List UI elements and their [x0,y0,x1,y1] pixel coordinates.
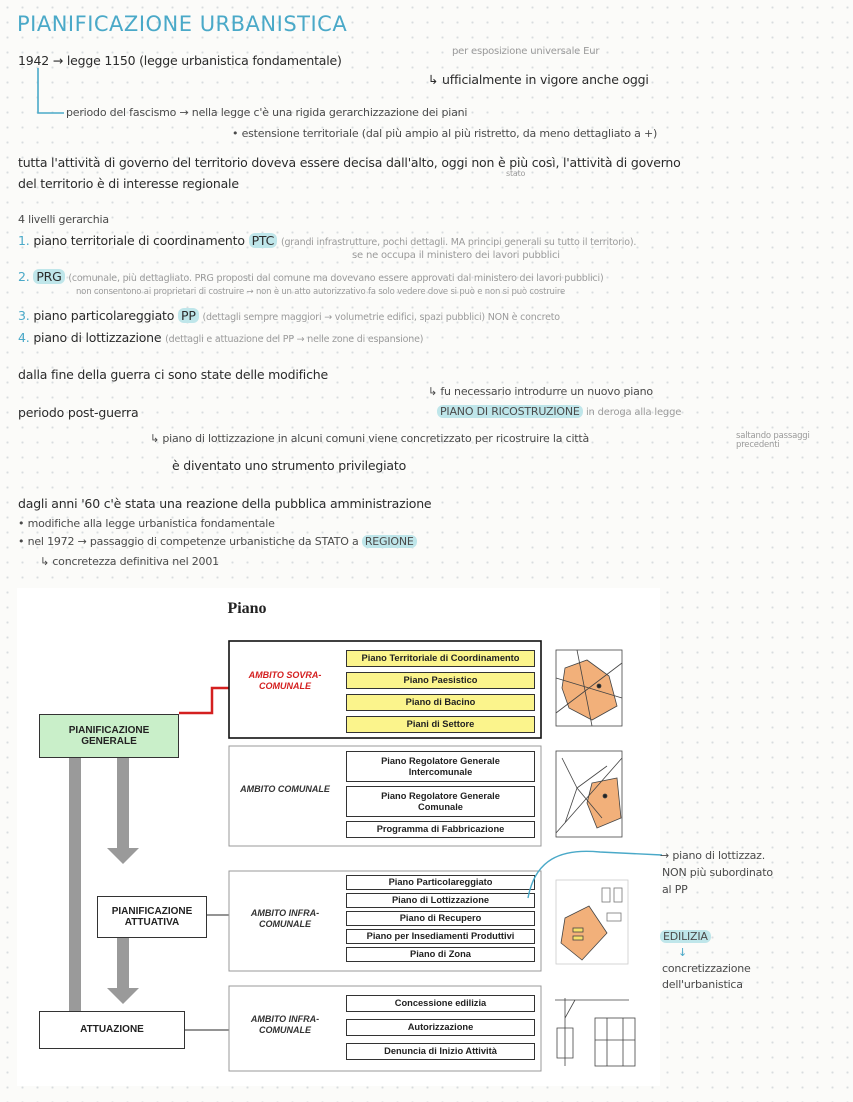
plan-box: Denuncia di Inizio Attività [346,1043,535,1060]
note-line: PIANO DI RICOSTRUZIONE in deroga alla le… [437,405,681,418]
note-text: ↳ piano di lottizzazione [150,432,275,445]
note-line: dagli anni '60 c'è stata una reazione de… [18,496,432,511]
plan-box: Piano di Bacino [346,694,535,711]
plan-box: Concessione edilizia [346,995,535,1012]
note-line: periodo post-guerra [18,405,139,420]
list-detail: (grandi infrastrutture, pochi dettagli. … [280,237,637,248]
note-line: • modifiche alla legge urbanistica fonda… [18,517,275,530]
plan-box: Programma di Fabbricazione [346,821,535,838]
side-note: al PP [662,883,688,896]
list-number: 4. [18,330,30,345]
pianificazione-attuativa-box: PIANIFICAZIONE ATTUATIVA [97,896,207,938]
highlight-tag: EDILIZIA [660,930,711,943]
note-line: ↳ concretezza definitiva nel 2001 [40,555,219,568]
plan-box: Autorizzazione [346,1019,535,1036]
note-line: periodo del fascismo → nella legge c'è u… [66,106,468,119]
note-text: • nel 1972 → passaggio di competenze urb… [18,535,359,548]
list-detail: (comunale, più dettagliato. PRG proposti… [68,273,604,284]
highlight-tag: PIANO DI RICOSTRUZIONE [437,405,583,418]
plan-box: Piano Regolatore Generale Intercomunale [346,751,535,782]
plan-box: Piano Territoriale di Coordinamento [346,650,535,667]
list-number: 3. [18,308,30,323]
list-detail: non consentono ai proprietari di costrui… [76,287,566,297]
note-line: ↳ ufficialmente in vigore anche oggi [428,72,649,87]
note-detail: in deroga alla legge [585,407,682,418]
note-line: • nel 1972 → passaggio di competenze urb… [18,535,417,548]
note-line: 1942 → legge 1150 (legge urbanistica fon… [18,53,342,68]
ambito-label: AMBITO SOVRA-COMUNALE [248,670,322,691]
plan-box: Piano di Zona [346,947,535,962]
list-number: 1. [18,233,30,248]
figure-connectors [59,640,636,1072]
side-note: saltando passaggi precedenti [736,431,810,450]
note-line: ↳ piano di lottizzazione in alcuni comun… [150,432,589,445]
ambito-label: AMBITO INFRA-COMUNALE [250,1014,320,1035]
list-detail: (dettagli sempre maggiori → volumetrie e… [202,312,560,323]
note-line: è diventato uno strumento privilegiato [172,458,407,473]
list-item: 4. piano di lottizzazione (dettagli e at… [18,330,423,345]
list-text: piano particolareggiato [33,308,175,323]
attuazione-box: ATTUAZIONE [39,1011,185,1049]
note-line: dalla fine della guerra ci sono state de… [18,367,328,382]
note-line: 4 livelli gerarchia [18,213,109,226]
list-text: piano di lottizzazione [33,330,162,345]
highlight-tag: REGIONE [361,535,417,548]
plan-hierarchy-figure: Piano [17,588,660,1086]
note-text: in alcuni comuni viene concretizzato per… [277,432,590,445]
note-line: del territorio è di interesse regionale [18,176,239,191]
list-item: 1. piano territoriale di coordinamento P… [18,233,636,248]
figure-title: Piano [227,599,267,617]
plan-box: Piano di Recupero [346,911,535,926]
side-note: dell'urbanistica [662,978,743,991]
plan-box: Piano di Lottizzazione [346,893,535,908]
list-item: 3. piano particolareggiato PP (dettagli … [18,308,560,323]
pianificazione-generale-box: PIANIFICAZIONE GENERALE [39,714,179,758]
highlight-tag: PP [177,308,199,323]
highlight-tag: PRG [33,269,65,284]
note-line: ↳ fu necessario introdurre un nuovo pian… [428,385,653,398]
plan-box: Piano per Insediamenti Produttivi [346,929,535,944]
connector-lines [37,68,64,114]
side-note: → piano di lottizzaz. [660,849,766,862]
plan-box: Piano Particolareggiato [346,875,535,890]
list-number: 2. [18,269,30,284]
down-arrow-icon: ↓ [678,946,688,959]
list-detail: se ne occupa il ministero dei lavori pub… [352,250,560,261]
side-note: concretizzazione [662,962,751,975]
highlight-tag: PTC [248,233,278,248]
plan-box: Piano Regolatore Generale Comunale [346,786,535,817]
note-line: tutta l'attività di governo del territor… [18,155,681,170]
side-note: per esposizione universale Eur [452,46,600,57]
list-detail: (dettagli e attuazione del PP → nelle zo… [165,334,424,345]
ambito-label: AMBITO INFRA-COMUNALE [250,908,320,929]
ambito-label: AMBITO COMUNALE [240,784,330,794]
side-note: EDILIZIA [660,930,711,943]
small-note: stato [506,169,526,178]
plan-box: Piani di Settore [346,716,535,733]
plan-box: Piano Paesistico [346,672,535,689]
side-note: NON più subordinato [662,866,773,879]
list-item: 2. PRG (comunale, più dettagliato. PRG p… [18,269,604,284]
page-title: PIANIFICAZIONE URBANISTICA [17,12,348,36]
note-line: • estensione territoriale (dal più ampio… [232,127,658,140]
list-text: piano territoriale di coordinamento [33,233,245,248]
